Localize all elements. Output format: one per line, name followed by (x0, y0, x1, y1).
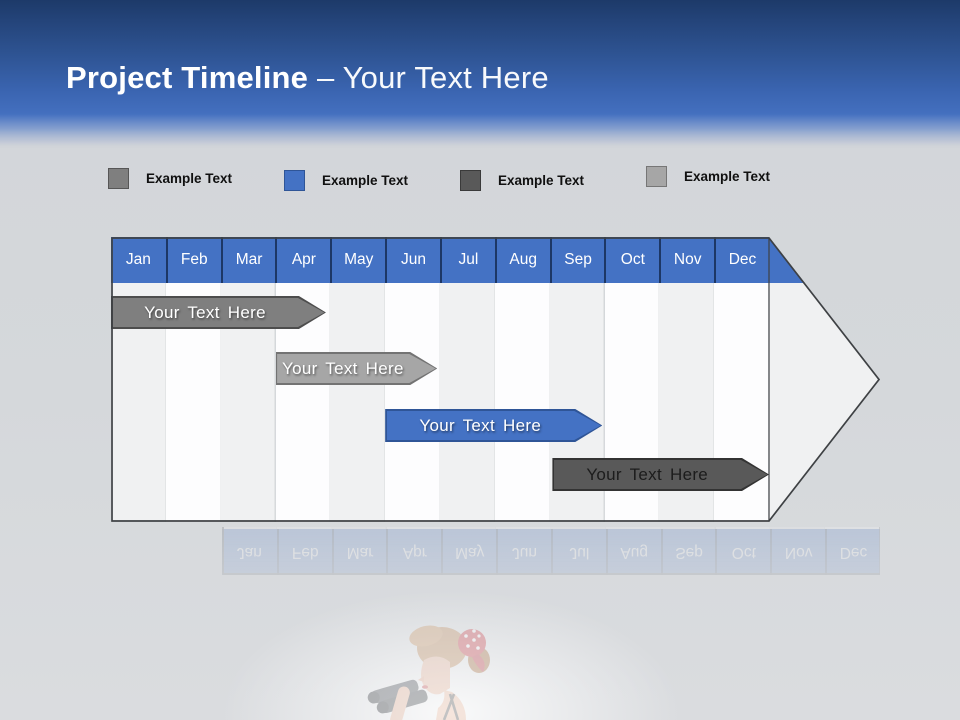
timeline-bar: Your Text Here (276, 352, 438, 385)
timeline-bar-label: Your Text Here (282, 358, 404, 378)
month-cell-sep: Sep (549, 237, 605, 283)
month-cell-dec: Dec (714, 237, 769, 283)
month-cell-jan: Jan (125, 251, 151, 268)
slide-title-emphasis: Project Timeline (66, 60, 309, 95)
month-cell-may: May (330, 237, 385, 283)
month-cell-nov: Nov (659, 237, 714, 283)
legend-label: Example Text (498, 173, 585, 188)
month-cell-jun: Jun (385, 237, 440, 283)
timeline-bar-label: Your Text Here (586, 464, 709, 484)
legend-item: Example Text (284, 170, 408, 191)
legend-label: Example Text (322, 173, 409, 188)
legend-item: Example Text (460, 170, 584, 191)
slide-title-rest: – Your Text Here (316, 60, 549, 95)
timeline-bar-label: Your Text Here (144, 302, 266, 322)
month-cell-oct: Oct (604, 237, 659, 283)
legend-swatch (108, 168, 129, 189)
month-cell-jul: Jul (439, 237, 495, 283)
timeline-bar: Your Text Here (385, 409, 602, 442)
legend-label: Example Text (684, 169, 771, 184)
legend-swatch (646, 166, 667, 187)
month-cell-apr: Apr (275, 237, 330, 283)
legend-swatch (460, 170, 481, 191)
timeline-bar-label: Your Text Here (419, 415, 542, 435)
legend-item: Example Text (108, 168, 232, 189)
legend-label: Example Text (146, 171, 233, 186)
timeline-bar: Your Text Here (552, 458, 769, 491)
legend-swatch (284, 170, 305, 191)
slide-title: Project Timeline – Your Text Here (66, 60, 549, 96)
title-banner (0, 0, 960, 150)
legend-item: Example Text (646, 166, 770, 187)
month-cell-feb: Feb (165, 237, 221, 283)
month-cell-mar: Mar (220, 237, 276, 283)
month-cell-aug: Aug (494, 237, 550, 283)
woman-with-binoculars-photo (367, 625, 490, 720)
timeline-bar: Your Text Here (111, 296, 326, 329)
